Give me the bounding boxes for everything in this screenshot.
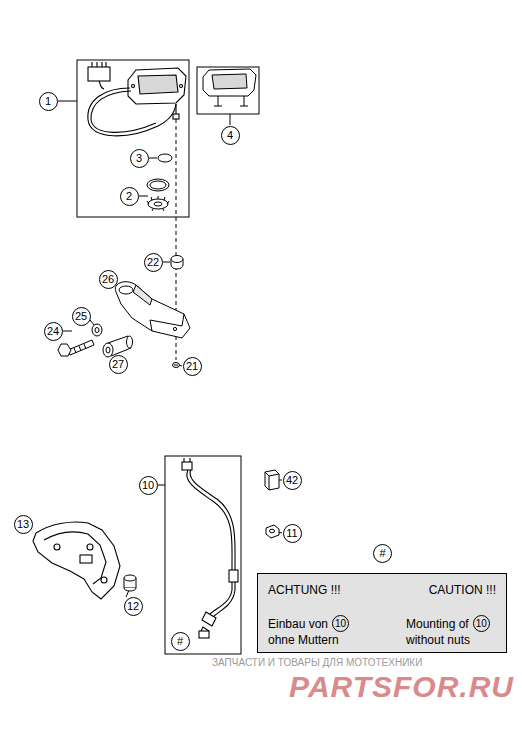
callout-number: 12 — [124, 597, 143, 616]
callout-number: 3 — [130, 149, 149, 168]
callout-number: 21 — [183, 357, 202, 376]
callout-number: 10 — [332, 615, 349, 632]
leader-lines — [58, 101, 282, 597]
callout-number: 4 — [221, 126, 240, 145]
caution-text-row: ACHTUNG !!! — [268, 583, 341, 597]
callout-number: 10 — [473, 615, 490, 632]
callout-number: # — [171, 632, 190, 651]
callout-number: 13 — [14, 515, 33, 534]
washer — [158, 154, 172, 162]
caution-text: without nuts — [406, 633, 470, 647]
bushing — [103, 336, 133, 357]
caution-text: CAUTION !!! — [429, 583, 496, 597]
bolt — [58, 340, 94, 356]
callout-number: 2 — [120, 187, 139, 206]
caution-text: ohne Muttern — [268, 633, 339, 647]
speedometer-cover — [203, 69, 256, 106]
ring-and-gear — [147, 179, 169, 211]
magnet — [265, 470, 279, 490]
speedometer — [88, 62, 186, 136]
caution-box: #ACHTUNG !!!CAUTION !!!Einbau von10ohne … — [257, 573, 507, 653]
callout-number: 25 — [72, 307, 91, 326]
screw — [173, 363, 180, 368]
watermark-text: ЗАПЧАСТИ И ТОВАРЫ ДЛЯ МОТОТЕХНИКИ — [212, 657, 422, 668]
clip-nut — [266, 525, 279, 538]
caution-text-row: CAUTION !!! — [429, 583, 496, 597]
callout-number: 1 — [39, 92, 58, 111]
caution-text-row: Mounting of 10 — [406, 615, 490, 632]
callout-number: 27 — [109, 355, 128, 374]
rubber-grommet — [171, 256, 183, 270]
callout-number: 42 — [283, 471, 302, 490]
caution-text-row: ohne Muttern — [268, 633, 339, 647]
spacer — [124, 575, 136, 591]
caution-text-row: without nuts — [406, 633, 470, 647]
watermark-logo: PARTSFOR.RU — [289, 670, 514, 704]
caution-text: Einbau von — [268, 617, 328, 631]
bracket — [115, 282, 190, 338]
callout-number: 24 — [44, 322, 63, 341]
callout-number: 26 — [99, 270, 118, 289]
washer — [92, 324, 102, 336]
caution-text: ACHTUNG !!! — [268, 583, 341, 597]
callout-number: 11 — [283, 524, 302, 543]
group-frame — [77, 60, 189, 217]
speed-sensor — [182, 458, 238, 638]
group-frame — [197, 67, 259, 114]
disc-guard — [33, 522, 120, 599]
group-frame — [165, 456, 241, 654]
caution-text: Mounting of — [406, 617, 469, 631]
callout-number: 22 — [144, 253, 163, 272]
caution-text-row: Einbau von 10 — [268, 615, 349, 632]
callout-number: 10 — [139, 476, 158, 495]
callout-number: # — [373, 544, 392, 563]
